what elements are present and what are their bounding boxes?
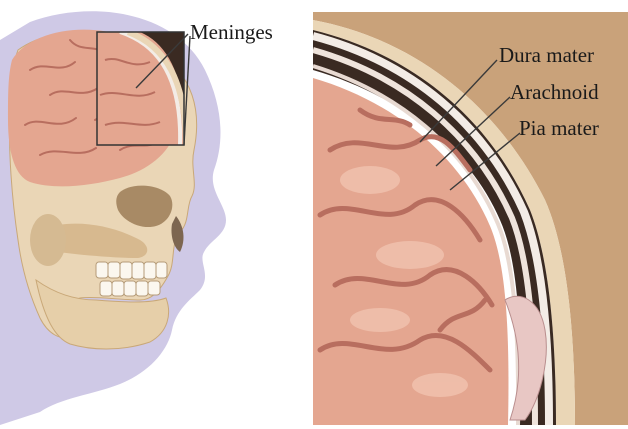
- ear-region: [30, 214, 66, 266]
- pia-mater-label: Pia mater: [519, 118, 599, 139]
- dura-mater-label: Dura mater: [499, 45, 594, 66]
- arachnoid-label: Arachnoid: [510, 82, 599, 103]
- magnified-cross-section: [313, 12, 628, 425]
- meninges-label: Meninges: [190, 22, 273, 43]
- head-skull-panel: [0, 11, 226, 425]
